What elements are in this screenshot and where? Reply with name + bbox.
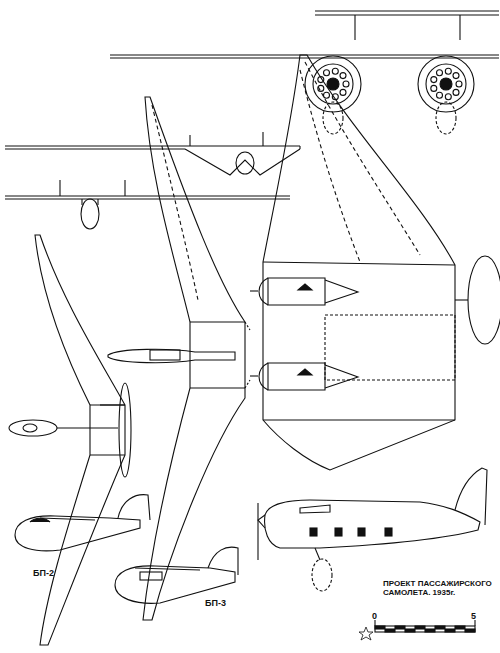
scale-check bbox=[445, 629, 455, 632]
scale-check bbox=[395, 626, 405, 629]
engine-cylinder bbox=[340, 89, 346, 95]
engine-cylinder bbox=[445, 94, 451, 100]
bp2-plan-view bbox=[9, 235, 131, 645]
glider-front-views bbox=[5, 132, 300, 229]
engine-cylinder bbox=[340, 73, 346, 79]
engine-cylinder bbox=[437, 70, 443, 76]
bp3-side-view bbox=[115, 547, 238, 603]
engine-cylinder bbox=[456, 81, 462, 87]
engine-cylinder bbox=[431, 85, 437, 91]
engine-cylinder bbox=[431, 77, 437, 83]
engine-cylinder bbox=[332, 68, 338, 74]
engine-cylinder bbox=[324, 92, 330, 98]
bp2-side-view bbox=[15, 495, 150, 551]
scale-check bbox=[455, 626, 465, 629]
engine-cylinder bbox=[445, 68, 451, 74]
engine-cylinder bbox=[453, 89, 459, 95]
engine-cylinder bbox=[343, 81, 349, 87]
scale-bar bbox=[359, 620, 475, 640]
scale-check bbox=[375, 626, 385, 629]
bp3-plan-view bbox=[108, 97, 250, 620]
scale-check bbox=[415, 626, 425, 629]
passenger-front-view bbox=[110, 11, 499, 134]
engine-cylinder bbox=[324, 70, 330, 76]
scale-number: 0 bbox=[372, 611, 377, 621]
engine-cylinder bbox=[437, 92, 443, 98]
drawing-caption: ПРОЕКТ ПАССАЖИРСКОГО САМОЛЕТА. 1935г. bbox=[383, 579, 495, 597]
scale-check bbox=[425, 629, 435, 632]
scale-check bbox=[385, 629, 395, 632]
scale-number: 5 bbox=[471, 611, 476, 621]
aircraft-name: БП-2 bbox=[33, 568, 54, 578]
aircraft-name: БП-3 bbox=[205, 598, 226, 608]
engine-cylinder bbox=[453, 73, 459, 79]
scale-check bbox=[405, 629, 415, 632]
passenger-side-view bbox=[258, 468, 487, 591]
scale-check bbox=[465, 629, 475, 632]
scale-check bbox=[435, 626, 445, 629]
passenger-plan-view bbox=[250, 55, 500, 470]
